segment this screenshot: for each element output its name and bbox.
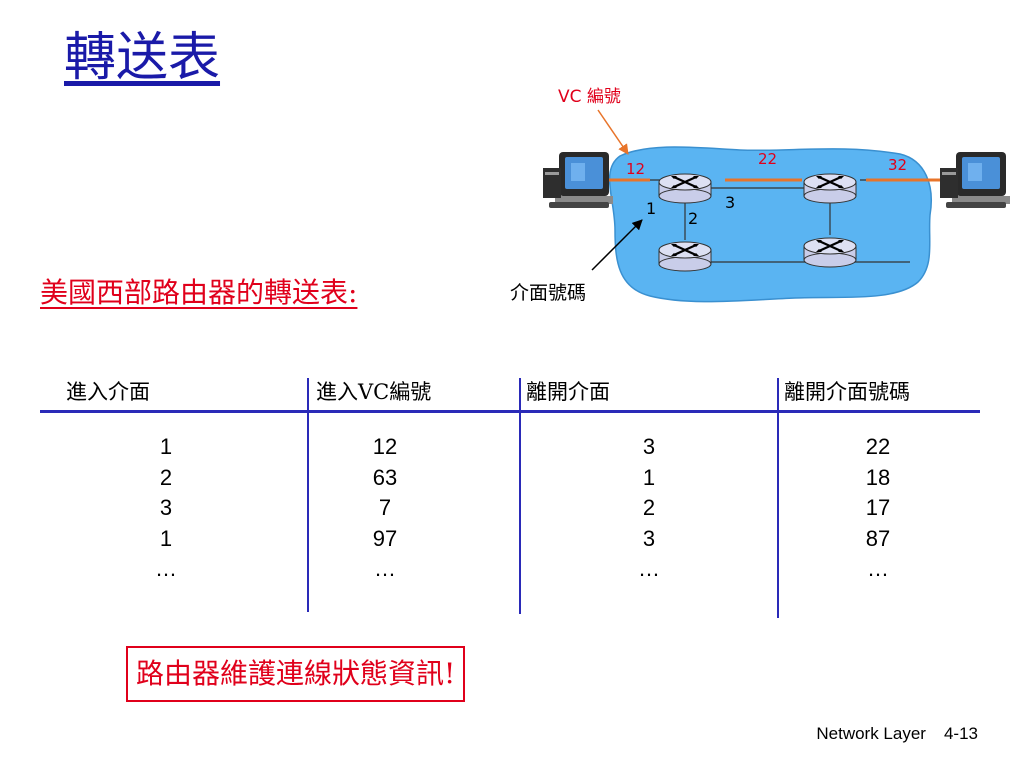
slide-footer: Network Layer 4-13: [816, 724, 978, 744]
interface-number: 1: [646, 199, 656, 218]
table-cell: 3: [642, 434, 656, 459]
table-cell: 22: [865, 434, 891, 459]
column-divider: [777, 378, 779, 618]
host-computer-icon: [940, 152, 1010, 208]
table-cell: 1: [159, 434, 173, 459]
table-cell: 17: [865, 495, 891, 520]
host-computer-icon: [543, 152, 613, 208]
router-icon: [802, 172, 858, 205]
router-icon: [657, 240, 713, 273]
column-divider: [519, 378, 521, 614]
header-outgoing-vc: 離開介面號碼: [784, 380, 910, 404]
table-cell: 63: [372, 464, 398, 490]
router-icon: [802, 236, 858, 269]
network-cloud: [608, 146, 932, 303]
interface-number: 2: [688, 209, 698, 228]
table-column-incoming-interface: 1 2 3 1 …: [106, 432, 226, 585]
section-subtitle: 美國西部路由器的轉送表:: [40, 276, 358, 309]
network-diagram: VC 編號 12 22 32 1 2 3 介面號碼: [510, 87, 1010, 304]
table-cell: 97: [372, 525, 398, 551]
table-cell: 2: [159, 464, 173, 490]
header-incoming-vc: 進入VC編號: [316, 380, 432, 404]
interface-number-label: 介面號碼: [510, 282, 586, 304]
table-cell: 87: [865, 525, 891, 551]
callout-box: 路由器維護連線狀態資訊!: [126, 646, 466, 702]
column-divider: [307, 378, 309, 612]
table-cell: 12: [372, 434, 398, 459]
table-cell: …: [374, 556, 396, 581]
table-cell: 3: [642, 525, 656, 551]
table-cell: 2: [642, 495, 656, 520]
table-header-rule: [40, 410, 980, 413]
table-cell: …: [155, 556, 177, 581]
table-cell: 1: [642, 464, 656, 490]
interface-number: 3: [725, 193, 735, 212]
table-cell: 18: [865, 464, 891, 490]
table-cell: 7: [378, 495, 392, 520]
table-cell: 1: [159, 525, 173, 551]
table-cell: 3: [159, 495, 173, 520]
footer-chapter: Network Layer: [816, 724, 926, 743]
vc-number: 32: [888, 156, 907, 174]
interface-arrow: [591, 219, 643, 271]
table-cell: …: [638, 556, 660, 581]
footer-page-number: 4-13: [943, 724, 978, 743]
vc-number-label: VC 編號: [558, 87, 621, 107]
table-cell: …: [867, 556, 889, 581]
page-title: 轉送表: [64, 28, 221, 88]
table-column-incoming-vc: 12 63 7 97 …: [325, 432, 445, 585]
header-outgoing-interface: 離開介面: [526, 380, 610, 404]
router-icon: [657, 172, 713, 205]
vc-number: 22: [758, 150, 777, 168]
vc-arrow: [597, 109, 629, 155]
table-column-outgoing-interface: 3 1 2 3 …: [589, 432, 709, 585]
table-column-outgoing-vc: 22 18 17 87 …: [818, 432, 938, 585]
vc-number: 12: [626, 160, 645, 178]
header-incoming-interface: 進入介面: [66, 380, 150, 404]
